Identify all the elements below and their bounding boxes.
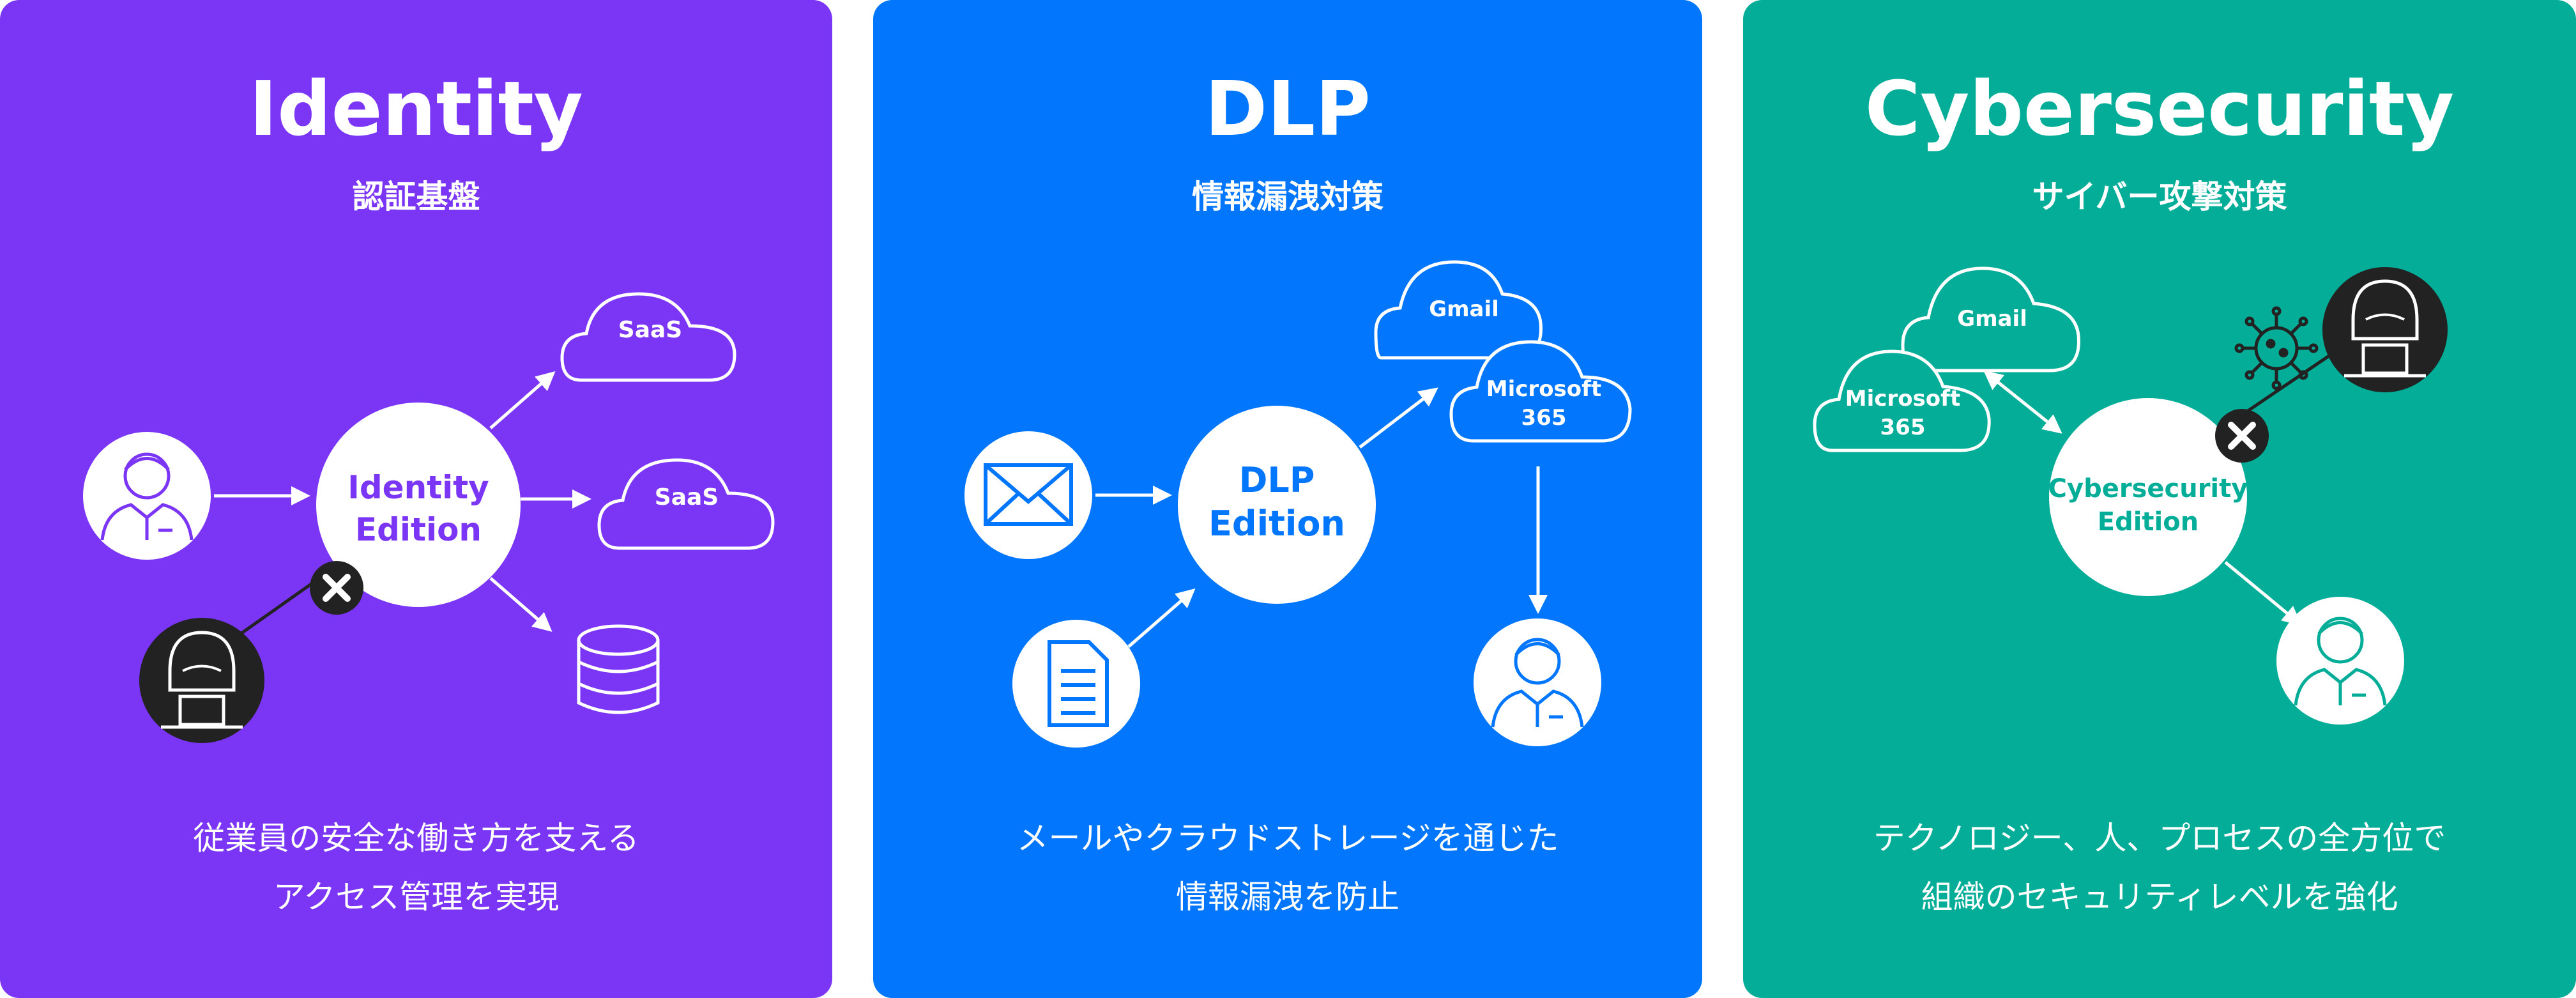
cloud-icon: Microsoft 365 <box>1449 340 1632 443</box>
panel-subtitle: サイバー攻撃対策 <box>2032 178 2287 215</box>
cloud-label: Gmail <box>1429 296 1499 322</box>
center-label-line2: Edition <box>1208 503 1345 544</box>
document-icon <box>1012 620 1140 748</box>
panel-description: 従業員の安全な働き方を支える アクセス管理を実現 <box>0 809 832 926</box>
user-icon <box>83 432 211 560</box>
database-icon <box>577 624 660 714</box>
user-icon <box>2276 597 2404 725</box>
cybersecurity-diagram: Gmail Microsoft 365 Cybersecurity Editio… <box>1813 266 2448 725</box>
center-label-line2: Edition <box>355 511 482 548</box>
user-icon <box>1474 618 1601 746</box>
panel-title: Cybersecurity <box>1864 65 2455 153</box>
cloud-label: Microsoft <box>1845 386 1960 411</box>
mail-icon <box>964 431 1092 559</box>
dlp-edition-node: DLP Edition <box>1178 406 1376 604</box>
description-line: メールやクラウドストレージを通じた <box>1016 820 1559 857</box>
center-label-line1: Identity <box>347 469 489 506</box>
center-label-line2: Edition <box>2098 507 2199 537</box>
dlp-panel: DLP 情報漏洩対策 DLP Edition <box>873 0 1702 998</box>
hacker-icon <box>2240 267 2448 417</box>
description-line: テクノロジー、人、プロセスの全方位で <box>1873 820 2446 857</box>
hacker-icon <box>139 576 321 743</box>
panel-title: Identity <box>249 65 583 153</box>
cloud-label: 365 <box>1521 405 1567 431</box>
cybersecurity-edition-node: Cybersecurity Edition <box>2048 398 2248 596</box>
cloud-icon: Gmail <box>1901 266 2080 372</box>
description-line: 従業員の安全な働き方を支える <box>193 820 639 857</box>
identity-edition-node: Identity Edition <box>316 403 521 607</box>
identity-diagram: Identity Edition SaaS SaaS <box>83 292 775 743</box>
panel-subtitle: 情報漏洩対策 <box>1192 178 1383 215</box>
cloud-icon: Gmail <box>1374 260 1543 360</box>
description-line: 組織のセキュリティレベルを強化 <box>1921 879 2398 916</box>
cloud-label: 365 <box>1880 415 1926 440</box>
dlp-diagram: DLP Edition Gmail Microsoft 365 <box>964 260 1632 748</box>
cloud-label: SaaS <box>618 317 682 343</box>
description-line: 情報漏洩を防止 <box>1176 879 1399 916</box>
cloud-icon: SaaS <box>597 458 775 550</box>
block-x-icon <box>310 561 363 615</box>
panel-description: テクノロジー、人、プロセスの全方位で 組織のセキュリティレベルを強化 <box>1743 809 2576 926</box>
panel-subtitle: 認証基盤 <box>352 178 480 215</box>
cloud-label: Microsoft <box>1486 376 1601 402</box>
cloud-label: Gmail <box>1957 306 2027 332</box>
panel-description: メールやクラウドストレージを通じた 情報漏洩を防止 <box>873 809 1702 926</box>
panel-title: DLP <box>1205 65 1371 153</box>
cloud-icon: SaaS <box>560 292 736 382</box>
center-label-line1: Cybersecurity <box>2048 474 2248 503</box>
cybersecurity-panel: Cybersecurity サイバー攻撃対策 Gmail Microsoft 3… <box>1743 0 2576 998</box>
block-x-icon <box>2215 409 2269 463</box>
cloud-label: SaaS <box>655 484 719 511</box>
identity-panel: Identity 認証基盤 Identity Edition SaaS <box>0 0 832 998</box>
center-label-line1: DLP <box>1239 460 1315 500</box>
description-line: アクセス管理を実現 <box>273 879 560 916</box>
virus-icon <box>2234 306 2319 390</box>
